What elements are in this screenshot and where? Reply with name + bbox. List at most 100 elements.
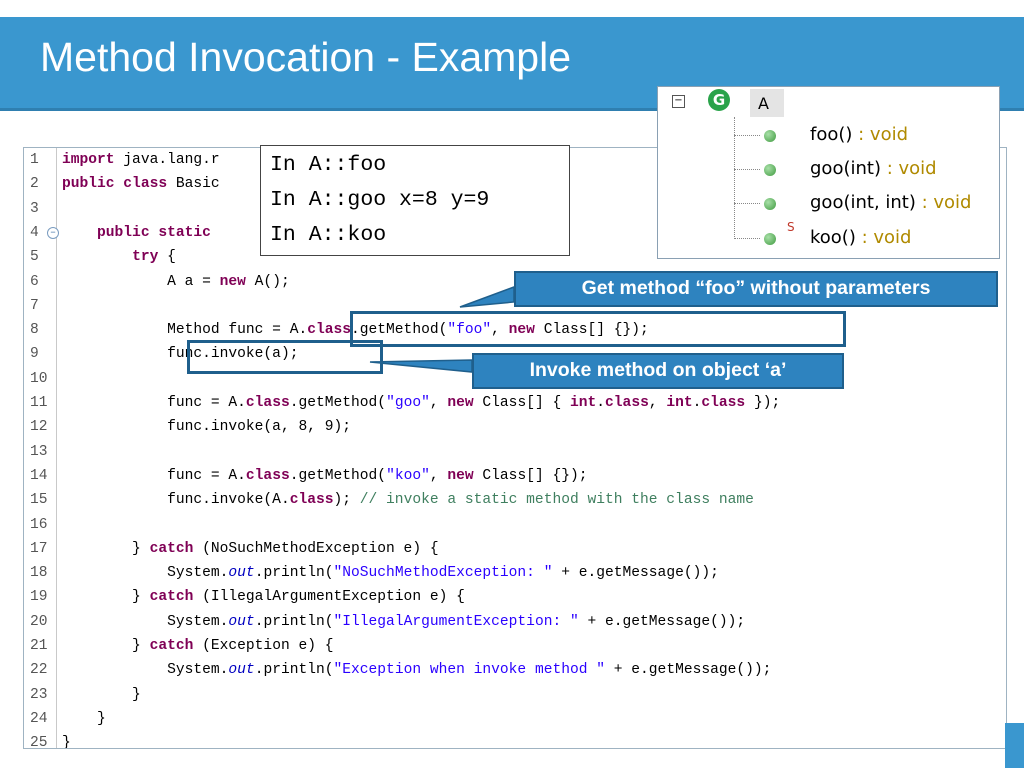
collapse-toggle-icon[interactable]: − <box>672 95 685 108</box>
code-line: 12 func.invoke(a, 8, 9); <box>24 415 1004 439</box>
code-token: + e.getMessage()); <box>552 565 719 582</box>
code-line: 15 func.invoke(A.class); // invoke a sta… <box>24 488 1004 512</box>
output-line: In A::foo <box>270 153 387 177</box>
line-number: 10 <box>30 370 48 387</box>
code-token: , <box>648 395 667 411</box>
keyword-token: try <box>132 249 159 266</box>
keyword-token: public class <box>62 176 168 193</box>
code-line: 4 public static <box>24 221 1004 245</box>
keyword-token: import <box>62 152 115 168</box>
keyword-token: new <box>508 322 535 339</box>
keyword-token: class <box>605 395 649 411</box>
code-token: .println( <box>254 613 334 630</box>
string-token: "goo" <box>386 395 430 411</box>
code-token: .getMethod( <box>351 322 448 339</box>
code-token: } <box>62 589 150 606</box>
code-token: . <box>692 395 702 411</box>
line-number: 23 <box>30 686 48 703</box>
static-modifier-icon: S <box>787 220 795 234</box>
outline-item-label: goo(int) : void <box>810 158 937 179</box>
code-token: .println( <box>254 565 334 582</box>
code-token: } <box>62 735 71 749</box>
outline-item-goo-int[interactable]: goo(int) : void <box>734 155 994 185</box>
highlight-invoke-a <box>187 340 383 374</box>
code-token: Basic <box>167 176 220 193</box>
line-number: 15 <box>30 492 48 509</box>
code-line: 1 import java.lang.r <box>24 148 1004 172</box>
code-text: } <box>62 707 106 731</box>
code-line: 3 <box>24 197 1004 221</box>
code-token: (IllegalArgumentException e) { <box>193 589 465 606</box>
tree-connector <box>734 135 760 136</box>
keyword-token: class <box>245 395 290 411</box>
code-text: System.out.println("IllegalArgumentExcep… <box>62 610 745 634</box>
line-number: 7 <box>30 297 39 314</box>
code-token: } <box>62 710 106 727</box>
code-line: 23 } <box>24 683 1004 707</box>
code-token: . <box>596 395 606 411</box>
code-line: 18 System.out.println("NoSuchMethodExcep… <box>24 561 1004 585</box>
field-token: out <box>228 613 255 630</box>
keyword-token: class <box>701 395 746 411</box>
line-number: 1 <box>30 152 39 168</box>
code-token: A a = <box>62 273 220 290</box>
code-token: func.invoke(a, 8, 9); <box>62 419 352 436</box>
keyword-token: catch <box>149 638 194 654</box>
line-number: 19 <box>30 589 48 606</box>
public-method-icon <box>764 130 776 142</box>
line-number: 2 <box>30 176 39 193</box>
code-line: 7 <box>24 294 1004 318</box>
fold-collapse-icon[interactable]: − <box>47 227 59 239</box>
line-number: 22 <box>30 662 48 679</box>
code-token: .getMethod( <box>289 467 387 484</box>
code-text: Method func = A.class.getMethod("foo", n… <box>62 318 649 342</box>
line-number: 17 <box>30 540 48 557</box>
class-name[interactable]: A <box>750 89 784 117</box>
code-token: Class[] { <box>473 395 570 411</box>
callout-get-method: Get method “foo” without parameters <box>514 271 998 307</box>
code-token <box>62 225 97 241</box>
code-line: 22 System.out.println("Exception when in… <box>24 658 1004 682</box>
code-token: A(); <box>245 273 290 290</box>
code-token: ); <box>333 492 360 509</box>
line-number: 8 <box>30 322 39 339</box>
code-text: A a = new A(); <box>62 270 290 294</box>
code-line: 8 Method func = A.class.getMethod("foo",… <box>24 318 1004 342</box>
field-token: out <box>228 565 255 582</box>
keyword-token: catch <box>149 589 194 606</box>
code-text: import java.lang.r <box>62 148 220 172</box>
code-line: 21 } catch (Exception e) { <box>24 634 1004 658</box>
code-text: System.out.println("NoSuchMethodExceptio… <box>62 561 719 585</box>
code-token: + e.getMessage()); <box>578 613 746 630</box>
code-line: 17 } catch (NoSuchMethodException e) { <box>24 537 1004 561</box>
outline-item-label: koo() : void <box>810 227 912 248</box>
code-token: , <box>491 322 509 339</box>
line-number: 13 <box>30 443 48 460</box>
outline-item-koo[interactable]: S koo() : void <box>734 220 994 254</box>
line-number: 4 <box>30 224 39 241</box>
code-token: func = A. <box>62 395 246 411</box>
code-line: 5 try { <box>24 245 1004 269</box>
code-text: public static <box>62 221 211 245</box>
keyword-token: new <box>447 467 474 484</box>
outline-item-foo[interactable]: foo() : void <box>734 121 994 151</box>
code-token: func.invoke(a); <box>62 346 299 363</box>
code-token: { <box>158 249 176 266</box>
keyword-token: new <box>447 395 474 411</box>
tree-connector <box>734 203 760 204</box>
code-line: 11 func = A.class.getMethod("goo", new C… <box>24 391 1004 415</box>
code-token: System. <box>62 613 229 630</box>
code-line: 14 func = A.class.getMethod("koo", new C… <box>24 464 1004 488</box>
code-token: System. <box>62 565 229 582</box>
keyword-token: int <box>570 395 597 411</box>
line-number: 21 <box>30 638 48 654</box>
output-line: In A::koo <box>270 223 387 247</box>
outline-item-goo-int-int[interactable]: goo(int, int) : void <box>734 189 994 219</box>
code-text: func = A.class.getMethod("goo", new Clas… <box>62 391 780 415</box>
code-token: java.lang.r <box>114 152 220 168</box>
line-number: 20 <box>30 613 48 630</box>
code-text: } <box>62 683 141 707</box>
string-token: "IllegalArgumentException: " <box>333 613 579 630</box>
code-token: func.invoke(A. <box>62 492 290 509</box>
code-text: } catch (NoSuchMethodException e) { <box>62 537 439 561</box>
